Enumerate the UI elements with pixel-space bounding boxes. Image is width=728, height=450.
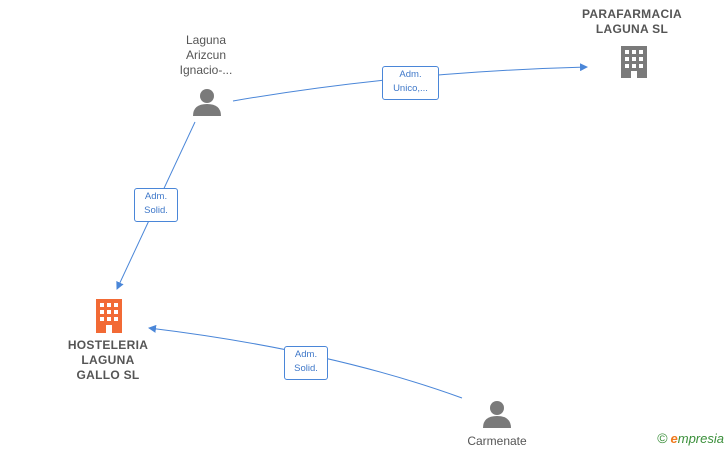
- building-icon[interactable]: [93, 297, 125, 333]
- person-icon[interactable]: [192, 87, 222, 117]
- label-line: LAGUNA: [81, 353, 135, 367]
- edge-label-line: Adm.: [294, 349, 318, 360]
- copyright-symbol: ©: [657, 430, 668, 446]
- brand-logo-text: mpresia: [677, 431, 724, 446]
- label-line: GALLO SL: [76, 368, 140, 382]
- edge-label-line: Adm.: [399, 69, 422, 80]
- edge-label-adm-unico[interactable]: Adm. Unico,...: [382, 66, 439, 100]
- person-node-label[interactable]: Laguna Arizcun Ignacio-...: [158, 33, 254, 78]
- edge-label-line: Solid.: [294, 363, 318, 374]
- label-line: LAGUNA SL: [595, 22, 669, 36]
- focus-company-node-label[interactable]: HOSTELERIA LAGUNA GALLO SL: [52, 338, 164, 383]
- person-node-label[interactable]: Carmenate: [452, 434, 542, 449]
- person-icon[interactable]: [482, 399, 512, 429]
- edge-label-adm-solid[interactable]: Adm. Solid.: [284, 346, 328, 380]
- edge-label-line: Adm.: [144, 191, 168, 202]
- label-line: Arizcun: [185, 48, 226, 62]
- brand-logo-letter: e: [670, 431, 678, 446]
- label-line: HOSTELERIA: [67, 338, 149, 352]
- label-line: Ignacio-...: [179, 63, 233, 77]
- building-icon[interactable]: [618, 44, 650, 78]
- edge-label-adm-solid[interactable]: Adm. Solid.: [134, 188, 178, 222]
- empresia-watermark: ©empresia: [657, 430, 724, 446]
- company-node-label[interactable]: PARAFARMACIA LAGUNA SL: [576, 7, 688, 37]
- edge-label-line: Unico,...: [393, 83, 428, 94]
- label-line: Laguna: [185, 33, 227, 47]
- label-line: Carmenate: [467, 434, 527, 448]
- edge-label-line: Solid.: [144, 205, 168, 216]
- label-line: PARAFARMACIA: [581, 7, 683, 21]
